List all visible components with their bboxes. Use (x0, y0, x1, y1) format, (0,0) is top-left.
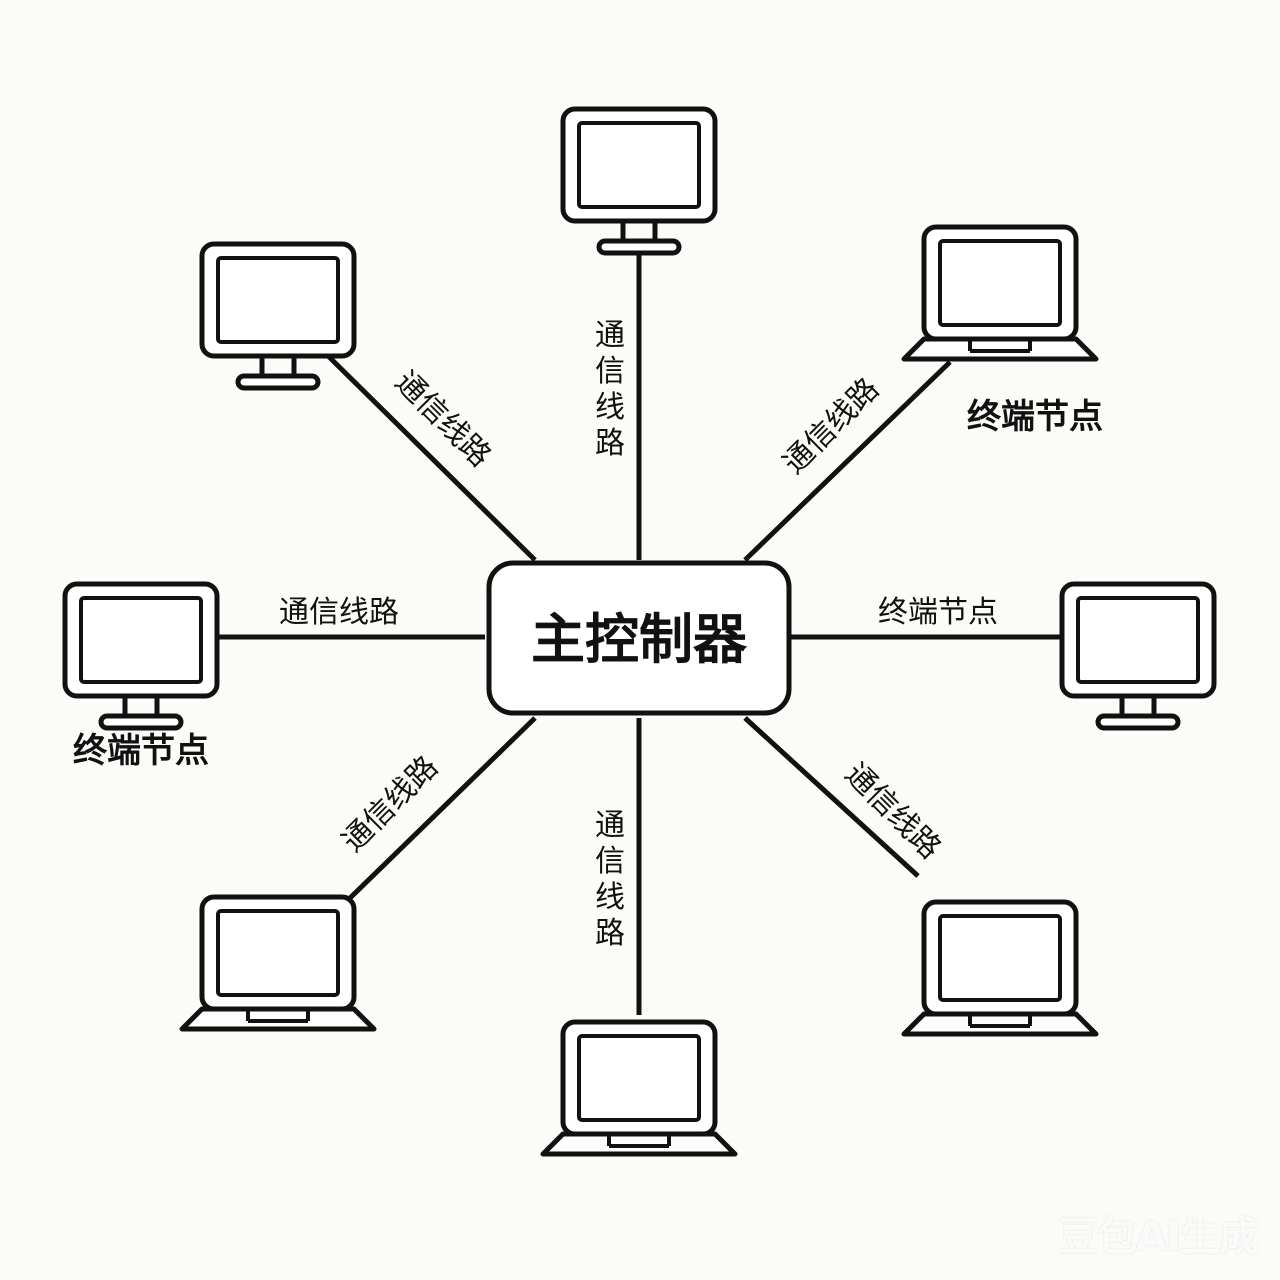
link-lower-right-line (743, 716, 920, 878)
main-controller-box (486, 560, 792, 716)
link-top-monitor-screen-inner (577, 121, 701, 209)
link-top-monitor-icon (560, 106, 718, 256)
link-right-monitor-screen-frame (1059, 581, 1217, 699)
link-right-monitor-stand-base (1095, 713, 1181, 731)
link-left-label: 通信线路 (279, 595, 399, 630)
link-upper-left-label: 通信线路 (388, 364, 498, 474)
link-upper-right-line (743, 360, 952, 562)
link-right-monitor-stand-neck (1119, 693, 1157, 719)
link-top-monitor-screen-frame (560, 106, 718, 224)
link-upper-right-laptop-screen (938, 239, 1062, 327)
link-right-label: 终端节点 (878, 595, 998, 630)
link-lower-left-line (348, 716, 537, 900)
link-upper-right-laptop-icon (901, 224, 1099, 362)
link-left-monitor-screen-frame (62, 581, 220, 699)
link-left-monitor-stand-neck (122, 693, 160, 719)
link-upper-left-monitor-screen-inner (216, 256, 340, 344)
link-lower-left-label: 通信线路 (335, 749, 445, 859)
center-layer: 主控制器 (486, 560, 792, 716)
link-right-monitor-icon (1059, 581, 1217, 731)
links-layer (218, 250, 1062, 1015)
link-bottom-laptop-screen (577, 1034, 701, 1122)
link-left-monitor-icon (62, 581, 220, 731)
link-lower-right-laptop-hinge (968, 1014, 1032, 1028)
link-lower-right-laptop-lid (921, 899, 1079, 1017)
link-upper-left-monitor-stand-base (235, 373, 321, 391)
link-upper-right-laptop-lid (921, 224, 1079, 342)
link-bottom-laptop-icon (540, 1019, 738, 1157)
main-controller-label: 主控制器 (531, 608, 748, 671)
link-upper-right-laptop-hinge (968, 339, 1032, 353)
link-lower-left-laptop-lid (199, 894, 357, 1012)
link-upper-right-node-label: 终端节点 (967, 397, 1103, 437)
link-upper-left-monitor-stand-neck (259, 353, 297, 379)
link-upper-left-monitor-screen-frame (199, 241, 357, 359)
link-lower-left-laptop-icon (179, 894, 377, 1032)
watermark-text: 豆包AI生成 (1058, 1214, 1259, 1260)
link-left-node-label: 终端节点 (73, 731, 209, 771)
link-bottom-label: 通信线路 (595, 808, 625, 951)
link-top-label: 通信线路 (595, 318, 625, 461)
link-left-monitor-screen-inner (79, 596, 203, 684)
link-bottom-laptop-hinge (607, 1134, 671, 1148)
link-lower-right-laptop-screen (938, 914, 1062, 1002)
link-bottom-laptop-lid (560, 1019, 718, 1137)
link-left-monitor-stand-base (98, 713, 184, 731)
link-lower-left-laptop-hinge (246, 1009, 310, 1023)
link-top-monitor-stand-base (596, 238, 682, 256)
link-lower-left-laptop-screen (216, 909, 340, 997)
link-lower-right-laptop-icon (901, 899, 1099, 1037)
link-upper-left-line (316, 344, 537, 562)
devices-layer (62, 106, 1217, 1157)
link-top-monitor-stand-neck (620, 218, 658, 244)
link-right-monitor-screen-inner (1076, 596, 1200, 684)
link-upper-left-monitor-icon (199, 241, 357, 391)
link-upper-right-label: 通信线路 (776, 371, 886, 481)
